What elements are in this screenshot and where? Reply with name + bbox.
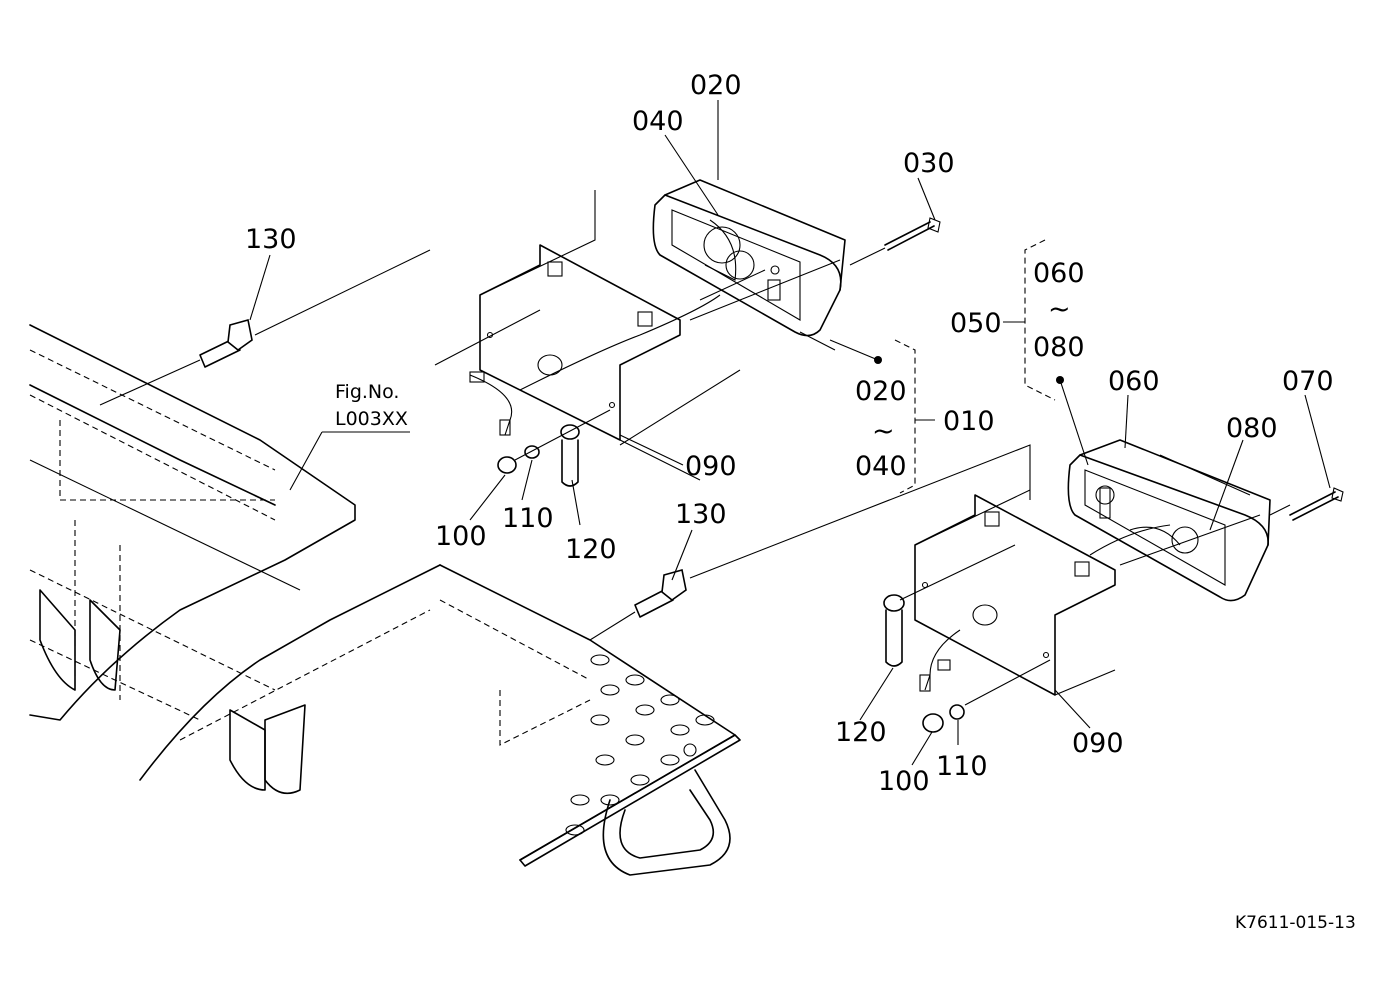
right-lamp-assembly [883,439,1344,733]
label-020-range: 020 [855,376,907,407]
leader-lines [249,100,1331,766]
label-fig-ref: L003XX [335,408,408,430]
label-060-range: 060 [1033,258,1085,289]
label-040-range: 040 [855,451,907,482]
label-080-range: 080 [1033,332,1085,363]
label-110-right: 110 [936,751,988,782]
label-060-right: 060 [1108,366,1160,397]
label-020-top: 020 [690,70,742,101]
label-100-left: 100 [435,521,487,552]
label-100-right: 100 [878,766,930,797]
bracket-050 [1003,239,1089,466]
label-120-left: 120 [565,534,617,565]
label-tilde-2: ~ [1048,294,1071,325]
label-tilde-1: ~ [872,416,895,447]
label-120-right: 120 [835,717,887,748]
label-090-right: 090 [1072,728,1124,759]
drawing-code: K7611-015-13 [1235,913,1356,933]
bolt-130-mid [589,444,1031,641]
labels: 020 040 030 130 Fig.No. L003XX 020 ~ 040… [245,70,1356,933]
label-050: 050 [950,308,1002,339]
label-130-top: 130 [245,224,297,255]
label-010: 010 [943,406,995,437]
frame-chassis [29,324,736,861]
label-040-top: 040 [632,106,684,137]
bracket-010 [829,339,935,494]
label-090-left: 090 [685,451,737,482]
label-110-left: 110 [502,503,554,534]
label-fig-no: Fig.No. [335,381,399,403]
label-130-mid: 130 [675,499,727,530]
left-lamp-assembly [99,179,941,487]
label-070: 070 [1282,366,1334,397]
label-030: 030 [903,148,955,179]
step-plate [519,654,741,876]
label-080-right: 080 [1226,413,1278,444]
